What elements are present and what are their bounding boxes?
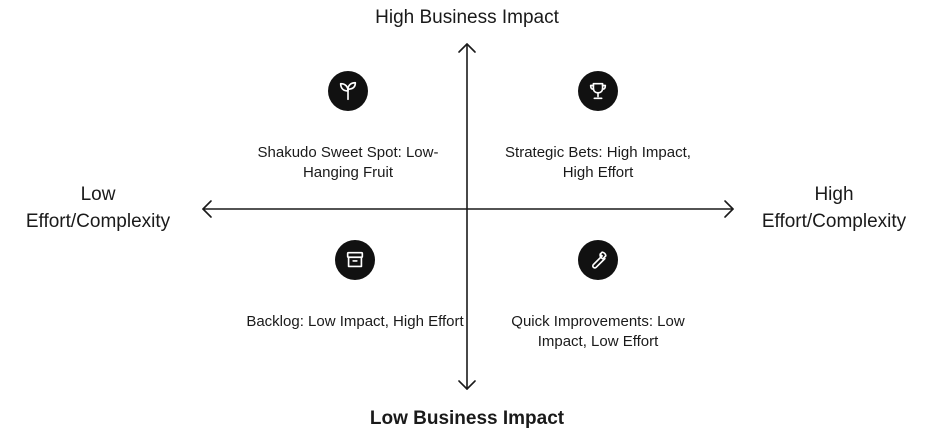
top-axis-label: High Business Impact: [375, 7, 559, 28]
quadrant-bottom-right-text: Quick Improvements: Low Impact, Low Effo…: [511, 313, 685, 350]
quadrant-bottom-left-text: Backlog: Low Impact, High Effort: [246, 313, 464, 330]
left-axis-label-line1: Low: [80, 184, 116, 205]
right-arrowhead: [724, 200, 734, 218]
left-arrowhead: [202, 200, 212, 218]
quadrant-top-right: Strategic Bets: High Impact, High Effort: [488, 71, 708, 183]
sprout-icon: [328, 71, 368, 111]
right-axis-label: High Effort/Complexity: [743, 181, 925, 235]
wrench-icon: [578, 240, 618, 280]
up-arrowhead: [458, 43, 476, 53]
quadrant-bottom-right: Quick Improvements: Low Impact, Low Effo…: [488, 240, 708, 352]
quadrant-bottom-left: Backlog: Low Impact, High Effort: [245, 240, 465, 332]
right-axis-label-line2: Effort/Complexity: [761, 211, 907, 232]
left-axis-label: Low Effort/Complexity: [0, 181, 196, 235]
right-axis-label-line1: High: [814, 184, 854, 205]
quadrant-top-right-text: Strategic Bets: High Impact, High Effort: [505, 144, 691, 181]
trophy-icon: [578, 71, 618, 111]
down-arrowhead: [458, 380, 476, 390]
archive-box-icon: [335, 240, 375, 280]
bottom-axis-label: Low Business Impact: [369, 408, 565, 429]
quadrant-top-left: Shakudo Sweet Spot: Low-Hanging Fruit: [238, 71, 458, 183]
left-axis-label-line2: Effort/Complexity: [25, 211, 171, 232]
quadrant-top-left-text: Shakudo Sweet Spot: Low-Hanging Fruit: [257, 144, 439, 181]
